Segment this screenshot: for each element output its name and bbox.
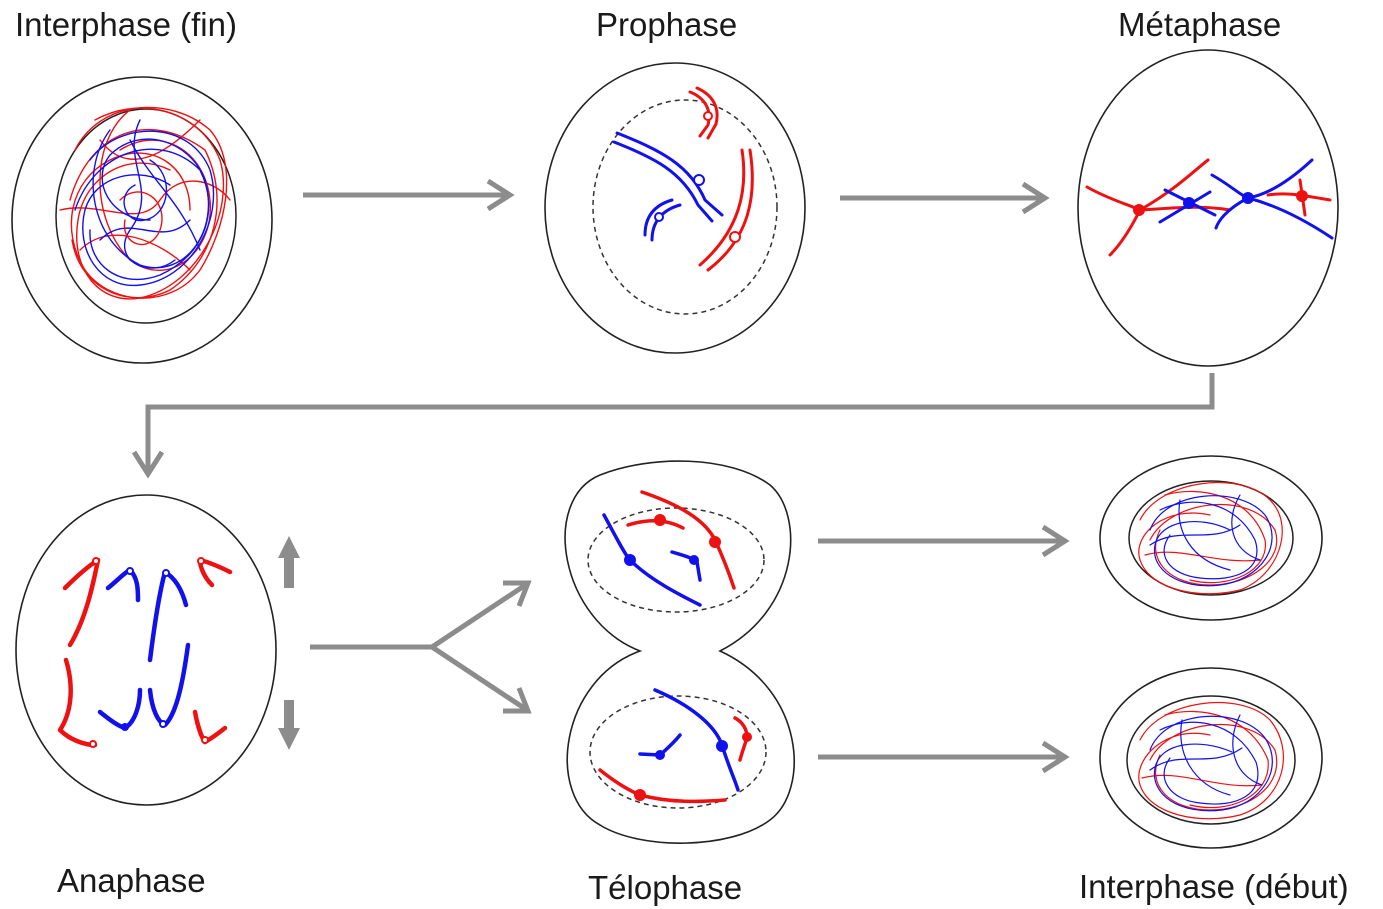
label-telophase: Télophase [588,869,743,906]
arrow-telophase-top-to-interphase [818,524,1070,558]
cell-prophase [544,62,806,354]
arrow-prophase-to-metaphase [840,181,1050,215]
label-metaphase: Métaphase [1118,6,1282,43]
arrow-interphase-to-prophase [303,178,515,212]
chromosome-red-short [688,86,719,140]
arrow-metaphase-to-anaphase [131,373,1215,479]
anaphase-up-arrow [278,536,300,588]
cell-interphase-end [11,76,273,364]
chromosome-red-right [1266,178,1332,217]
label-interphase-end: Interphase (fin) [15,6,237,43]
telophase-top-chromosomes [602,490,736,607]
label-prophase: Prophase [596,6,738,43]
label-anaphase: Anaphase [57,862,206,899]
chromatin-tangle-bottom [1138,701,1284,820]
anaphase-red-bottom-left [57,657,98,748]
chromosome-blue-long [612,131,724,223]
cell-interphase-start-top [1099,455,1323,621]
cell-interphase-start-bottom [1099,667,1323,849]
cell-anaphase [15,494,277,806]
telophase-bottom-chromosomes [598,688,752,804]
arrow-anaphase-split [310,580,532,714]
cell-telophase [564,460,795,844]
chromosome-red-left [1085,158,1232,257]
chromosome-blue-right [1210,158,1334,240]
anaphase-down-arrow [278,700,300,750]
cell-metaphase [1077,49,1339,367]
flow-arrows [131,178,1215,774]
chromatin-tangle-top [1138,481,1283,595]
chromosome-blue-center-left [1158,188,1217,224]
chromosome-blue-short [643,198,682,242]
arrow-telophase-bottom-to-interphase [818,740,1070,774]
label-interphase-start: Interphase (début) [1079,868,1349,905]
chromosome-red-long [698,148,754,272]
chromatin-tangle [59,106,231,300]
